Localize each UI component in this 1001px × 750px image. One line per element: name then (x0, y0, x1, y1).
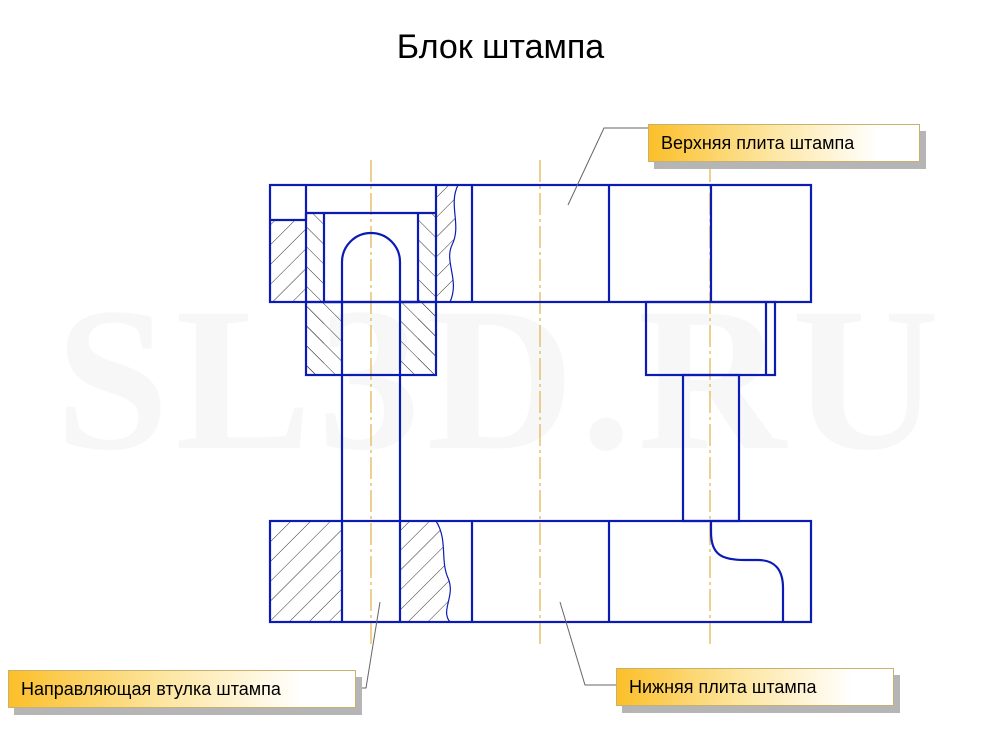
upper-break-line (449, 184, 459, 303)
lower-break-line (435, 520, 451, 623)
hatch-lower-right (400, 521, 451, 622)
hatch-upper-break (436, 185, 458, 302)
punch-shank (681, 373, 741, 523)
guide-bushing-body (304, 300, 438, 377)
outlines (268, 183, 813, 624)
diagram-title: Блок штампа (396, 28, 605, 66)
leader-upper-plate (567, 127, 648, 206)
hatch-upper-bushing-low (306, 303, 342, 375)
hatch-upper-bushing-low-right (400, 303, 436, 375)
callout-lower-plate: Нижняя плита штампа (616, 668, 894, 706)
callout-guide-bushing: Направляющая втулка штампа (8, 670, 356, 708)
hatch-areas (270, 185, 458, 622)
watermark-text: SL3D.RU (55, 266, 946, 493)
lower-plate-outline (268, 519, 813, 624)
leader-lower-plate (559, 601, 616, 686)
hatch-upper-left (270, 220, 306, 302)
leader-lines (354, 127, 648, 689)
upper-plate-outline (268, 183, 813, 304)
die-cavity-curve (709, 521, 785, 622)
leader-guide-bushing (354, 601, 381, 689)
guide-pillar-outline (340, 231, 402, 622)
hatch-lower-left (270, 521, 342, 622)
callout-upper-plate: Верхняя плита штампа (648, 124, 920, 162)
